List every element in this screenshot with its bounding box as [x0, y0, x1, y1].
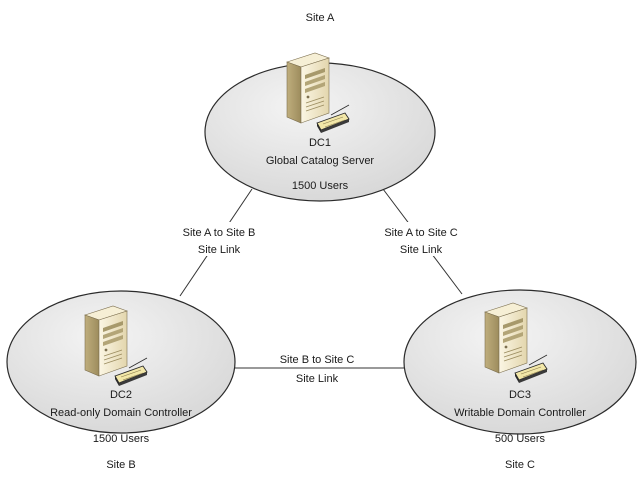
site-c-name: Site C	[505, 459, 535, 471]
site-b[interactable]: DC2 Read-only Domain Controller 1500 Use…	[6, 290, 236, 445]
link-label-a-c: Site A to Site C Site Link	[374, 222, 468, 256]
site-b-role-label: Read-only Domain Controller	[50, 407, 192, 419]
site-c-users-label: 500 Users	[495, 433, 546, 445]
site-a-name: Site A	[306, 12, 335, 24]
link-a-c-line1: Site A to Site C	[384, 227, 457, 239]
link-label-b-c: Site B to Site C Site Link	[280, 354, 355, 385]
link-label-a-b: Site A to Site B Site Link	[172, 222, 266, 256]
site-a-dc-label: DC1	[309, 137, 331, 149]
link-a-b-line2: Site Link	[198, 244, 241, 256]
link-a-c-line2: Site Link	[400, 244, 443, 256]
link-b-c-line1: Site B to Site C	[280, 354, 355, 366]
link-a-b-line1: Site A to Site B	[183, 227, 256, 239]
site-c-dc-label: DC3	[509, 389, 531, 401]
site-b-users-label: 1500 Users	[93, 433, 150, 445]
site-b-name: Site B	[106, 459, 135, 471]
site-b-dc-label: DC2	[110, 389, 132, 401]
site-c-role-label: Writable Domain Controller	[454, 407, 586, 419]
site-a-users-label: 1500 Users	[292, 180, 349, 192]
link-b-c-line2: Site Link	[296, 373, 339, 385]
site-a[interactable]: DC1 Global Catalog Server 1500 Users	[204, 52, 436, 202]
site-a-role-label: Global Catalog Server	[266, 155, 375, 167]
site-c[interactable]: DC3 Writable Domain Controller 500 Users	[403, 289, 637, 445]
